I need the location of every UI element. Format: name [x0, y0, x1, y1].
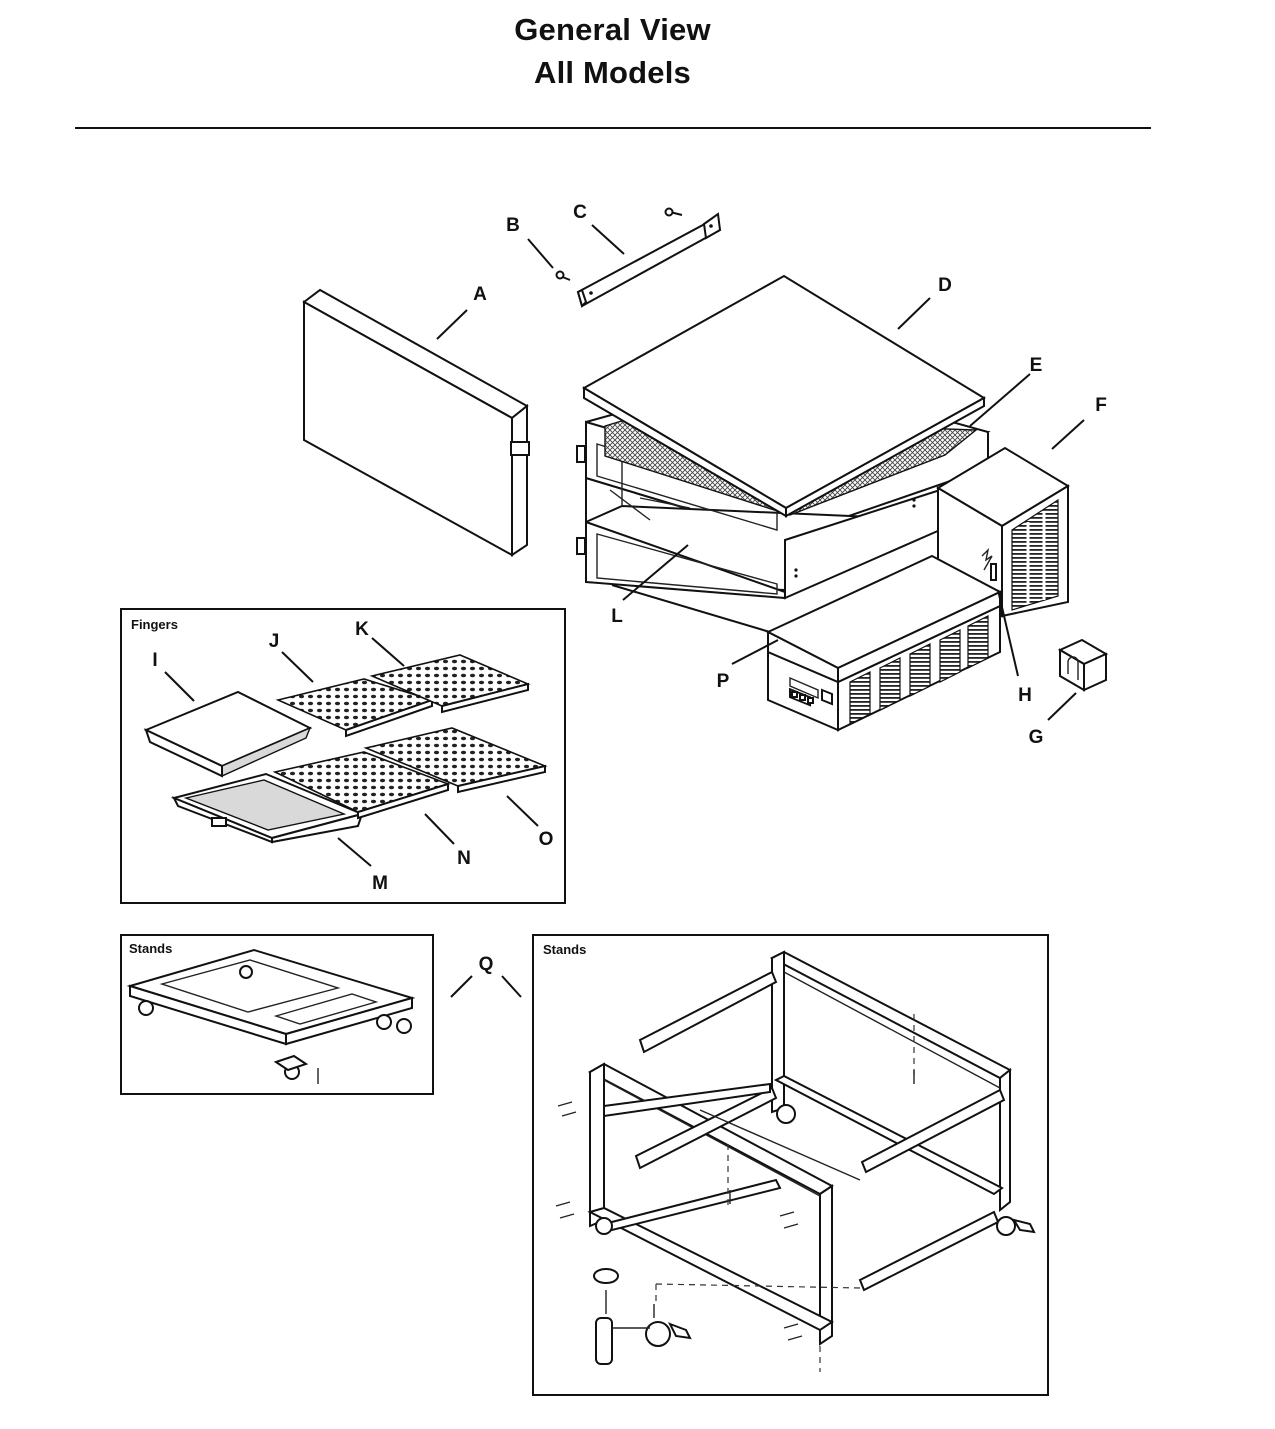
stand-large: [555, 950, 1036, 1372]
callout-g: G: [1029, 727, 1044, 748]
callout-b: B: [506, 215, 520, 236]
callout-j: J: [269, 631, 280, 652]
finger-i: [143, 690, 313, 778]
finger-k-edge: [441, 682, 529, 714]
stand-small: [126, 948, 416, 1084]
callout-c: C: [573, 202, 587, 223]
bracket-c: [576, 212, 722, 308]
callout-q: Q: [479, 954, 494, 975]
callout-h: H: [1018, 685, 1032, 706]
callout-f: F: [1095, 395, 1107, 416]
leader-lines-top: [436, 224, 1085, 721]
front-panel-a: [302, 288, 530, 557]
leader-lines-q: [450, 975, 522, 998]
leader-lines-fingers: [164, 637, 539, 867]
callout-k: K: [355, 619, 369, 640]
callout-i: I: [152, 650, 157, 671]
finger-o-edge: [457, 764, 546, 794]
stands-small-box: [120, 934, 434, 1095]
finger-j-edge: [345, 698, 433, 738]
stands-large-box: [532, 934, 1049, 1396]
callout-labels: A B C D E F G H I J K L M N O P Q: [152, 202, 1106, 975]
callout-d: D: [938, 275, 952, 296]
callout-e: E: [1030, 355, 1043, 376]
page-subtitle: All Models: [533, 55, 691, 90]
callout-a: A: [473, 284, 487, 305]
fingers-box: [120, 608, 566, 904]
finger-m: [170, 772, 366, 844]
page-title: General View: [514, 12, 711, 47]
callout-l: L: [611, 606, 623, 627]
callout-m: M: [372, 873, 388, 894]
stands-large-box-title: Stands: [543, 942, 586, 957]
screws-b: [555, 207, 683, 281]
fingers-box-title: Fingers: [131, 617, 178, 632]
callout-o: O: [539, 829, 554, 850]
top-lid-d: [581, 274, 986, 518]
callout-p: P: [717, 671, 730, 692]
stands-small-box-title: Stands: [129, 941, 172, 956]
finger-n-edge: [357, 782, 449, 820]
part-g: [1057, 638, 1109, 692]
header-divider: [75, 127, 1151, 129]
control-box: [765, 554, 1003, 732]
callout-n: N: [457, 848, 471, 869]
